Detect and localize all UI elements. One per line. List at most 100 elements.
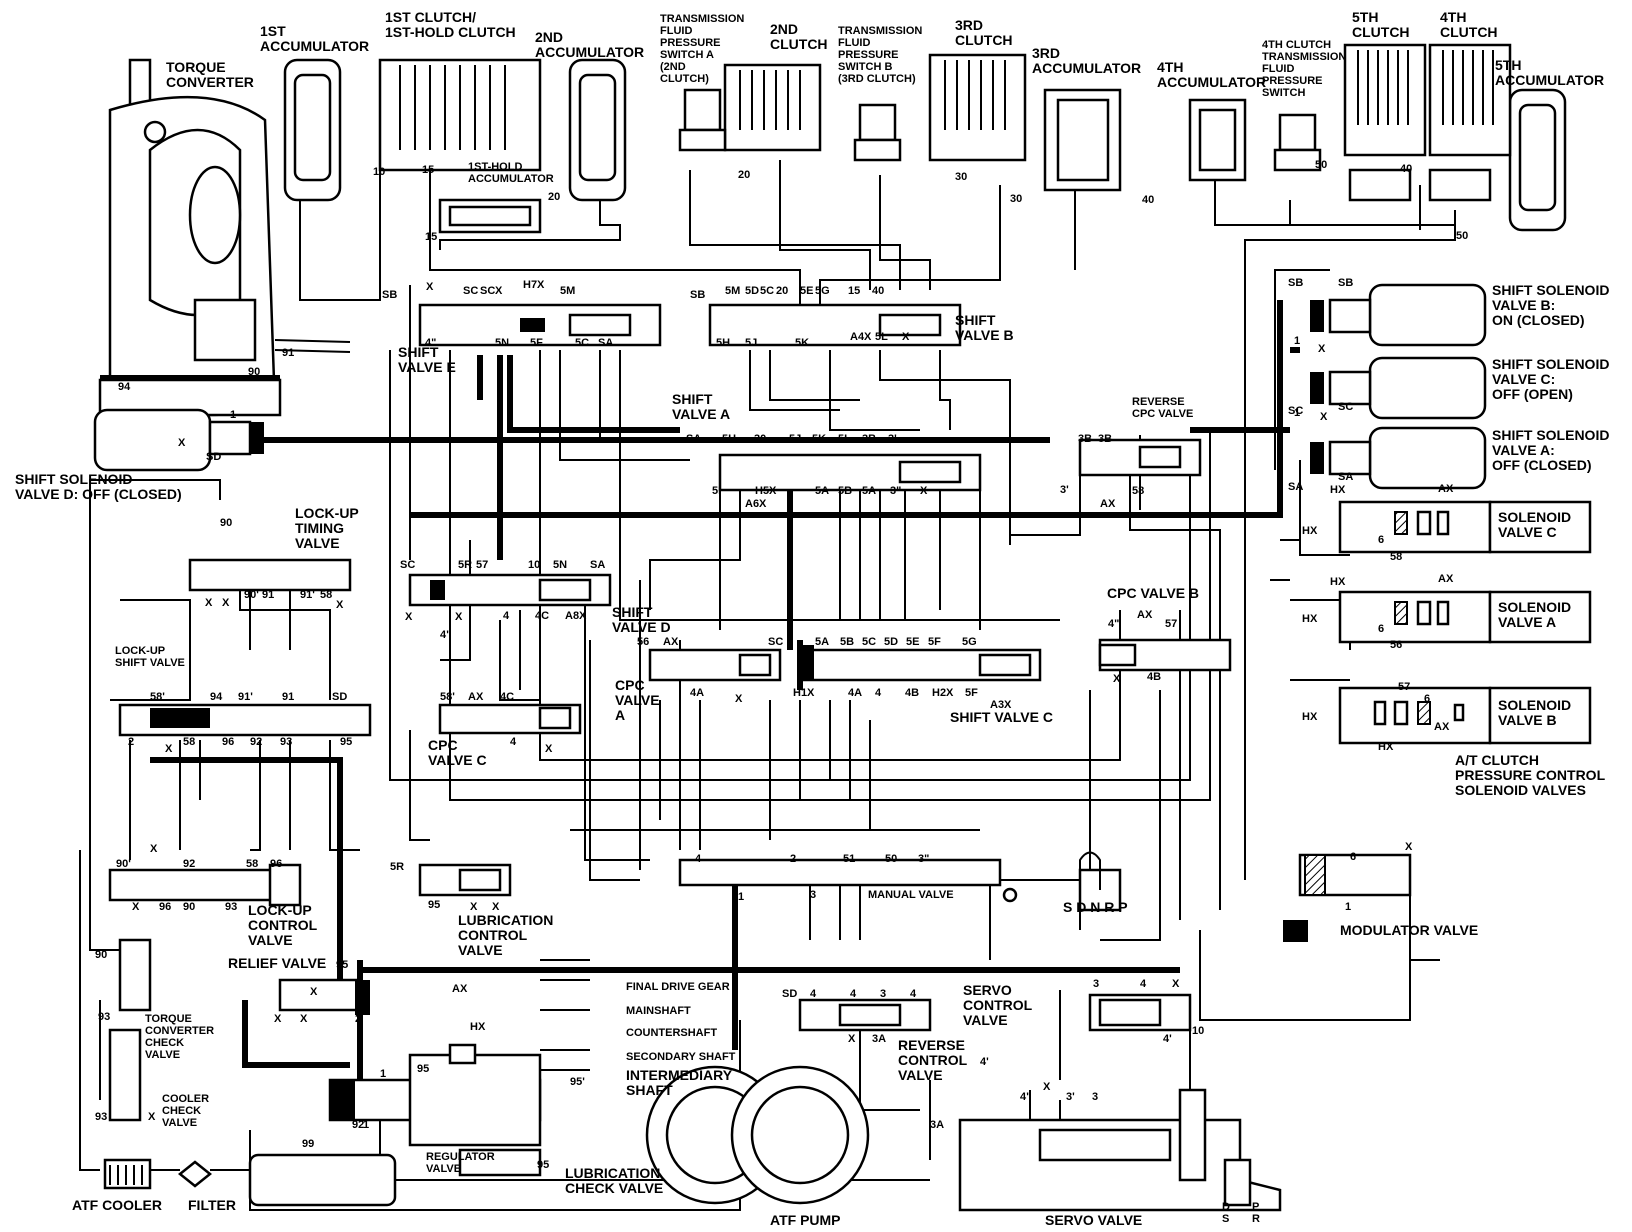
port-label-p21: SC	[480, 285, 495, 297]
port-label-p134: 4C	[500, 691, 514, 703]
port-label-p164: 51	[843, 853, 855, 865]
port-label-p169: 90	[95, 949, 107, 961]
port-label-p167: 1	[738, 891, 744, 903]
port-label-p161: X	[492, 901, 500, 913]
port-label-p120: H1X	[793, 687, 815, 699]
port-label-p27: 5F	[530, 337, 543, 349]
port-label-p70: 1	[1294, 407, 1300, 419]
port-label-p62: 3B	[1098, 433, 1112, 445]
label-cpc-b: CPC VALVE B	[1107, 585, 1199, 601]
port-label-p200: 4"	[1020, 1091, 1031, 1103]
port-label-p61: 3B	[1078, 433, 1092, 445]
pressure-switches	[678, 88, 1322, 172]
port-label-p72: SA	[1288, 481, 1303, 493]
port-label-p206: X	[1405, 841, 1413, 853]
port-label-p15: 1	[230, 409, 236, 421]
port-label-p183: X	[848, 1033, 856, 1045]
port-label-p5: 20	[738, 169, 750, 181]
port-label-p201: X	[1043, 1081, 1051, 1093]
port-label-p139: 91'	[238, 691, 253, 703]
port-label-p165: 50	[885, 853, 897, 865]
regulator-pump-servo	[103, 851, 1282, 1212]
port-label-p100: 5N	[553, 559, 567, 571]
port-label-p210: SA	[1338, 471, 1353, 483]
port-label-p58: 5A	[862, 485, 876, 497]
port-label-p53: 5I	[712, 485, 721, 497]
port-label-p172: X	[274, 1013, 282, 1025]
port-label-p67: 1	[1294, 335, 1300, 347]
label-modulator: MODULATOR VALVE	[1340, 922, 1478, 938]
port-label-p202: 3'	[1066, 1091, 1075, 1103]
port-label-p3: 15	[425, 231, 437, 243]
lockup-control-body	[108, 868, 292, 902]
port-label-p74: HX	[1302, 525, 1318, 537]
port-label-p121: 4A	[848, 687, 862, 699]
port-label-p176: AX	[452, 983, 468, 995]
port-label-p34: 20	[776, 285, 788, 297]
port-label-p132: 58'	[440, 691, 455, 703]
port-label-p63: 3'	[1060, 484, 1069, 496]
port-label-p23: H7X	[523, 279, 545, 291]
port-label-p108: 56	[637, 636, 649, 648]
port-label-p152: 58	[246, 858, 258, 870]
port-label-p203: 3	[1092, 1091, 1098, 1103]
port-label-p166: 3"	[918, 853, 929, 865]
port-label-p92: 58	[320, 589, 332, 601]
port-label-p143: X	[165, 743, 173, 755]
port-label-p76: 6	[1378, 534, 1384, 546]
port-label-p10: 50	[1315, 159, 1327, 171]
port-label-p88: 90	[220, 517, 232, 529]
port-label-p188: 4'	[1163, 1033, 1172, 1045]
port-label-p171: 95	[336, 959, 348, 971]
port-label-p50: 5L	[838, 433, 851, 445]
label-manual-positions: S D N R P	[1063, 899, 1128, 915]
port-label-p19: X	[426, 281, 434, 293]
port-label-p149: X	[150, 843, 158, 855]
port-label-p98: 57	[476, 559, 488, 571]
port-label-p111: 5A	[815, 636, 829, 648]
clutch-packs	[378, 43, 1512, 202]
port-label-p14: 94	[118, 381, 131, 393]
port-label-p79: HX	[1302, 613, 1318, 625]
port-label-p99: 10	[528, 559, 540, 571]
port-label-p90: 91	[262, 589, 274, 601]
label-shift-c: SHIFT VALVE C	[950, 709, 1053, 725]
port-label-p89: 90'	[244, 589, 259, 601]
port-label-p117: 5G	[962, 636, 977, 648]
pressure-control-solenoids	[1338, 500, 1592, 745]
port-label-p158: 5R	[390, 861, 404, 873]
label-countershaft: COUNTERSHAFT	[626, 1027, 717, 1039]
port-label-p26: 5N	[495, 337, 509, 349]
port-label-p49: 5K	[812, 433, 826, 445]
port-label-p170: 93	[98, 1011, 110, 1023]
port-label-p160: X	[470, 901, 478, 913]
port-label-p177: HX	[470, 1021, 486, 1033]
port-label-p130: X	[1113, 673, 1121, 685]
port-label-p197: X	[148, 1111, 156, 1123]
port-label-p2: 15	[422, 164, 434, 176]
port-label-p155: 96	[159, 901, 171, 913]
port-label-p162: 4	[695, 853, 702, 865]
port-label-p190: 1	[380, 1068, 386, 1080]
port-label-p181: 3	[880, 988, 886, 1000]
port-label-p69: SC	[1288, 405, 1303, 417]
port-label-p52: 3'	[888, 433, 897, 445]
port-label-p131: 4B	[1147, 671, 1161, 683]
port-label-p31: 5M	[725, 285, 740, 297]
lockup-timing-body	[188, 558, 352, 592]
